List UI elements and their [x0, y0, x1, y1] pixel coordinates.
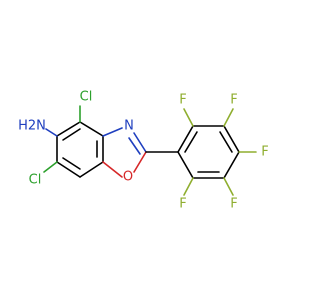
- bond-double-c6-c7: [62, 157, 81, 170]
- atom-fluorine-ortho-top: F: [179, 93, 186, 108]
- bond-double-c4-c5: [62, 128, 81, 141]
- bond-c2-o: [133, 151, 147, 173]
- atom-fluorine-ortho-bottom: F: [179, 197, 186, 212]
- atom-chlorine-top: Cl: [80, 90, 93, 105]
- bond-c6-cl: [43, 161, 58, 173]
- bond-c6-c7: [56, 161, 81, 178]
- bond-c4-c5: [56, 121, 81, 137]
- atom-chlorine-bottom: Cl: [29, 173, 42, 188]
- bond-c7-c7a: [79, 161, 104, 178]
- atom-amine: H2N: [18, 119, 46, 134]
- molecule-structure: H2N Cl Cl N O F F F F F: [18, 90, 269, 212]
- bond-c5-nh2: [45, 128, 58, 137]
- atom-fluorine-para: F: [261, 145, 268, 160]
- bond-cf-meta-bottom: [223, 177, 234, 196]
- bond-cf-meta-top: [223, 108, 234, 127]
- bond-cf-ortho-top: [183, 108, 194, 127]
- bond-c3a-n: [102, 127, 123, 137]
- atom-oxygen: O: [123, 170, 133, 185]
- bond-cf-ortho-bottom: [183, 177, 194, 196]
- atom-fluorine-meta-bottom: F: [230, 197, 237, 212]
- bond-ring2-double-b: [219, 131, 233, 153]
- bond-double-n-c2: [128, 137, 141, 155]
- bond-o-c7a: [102, 161, 123, 178]
- bond-ring2-1: [177, 125, 194, 153]
- atom-fluorine-meta-top: F: [230, 93, 237, 108]
- bond-ring2-6: [177, 151, 194, 179]
- bond-ring2-3: [223, 125, 240, 153]
- bond-c3a-c4: [79, 121, 104, 137]
- bond-n-c2: [133, 132, 147, 153]
- bond-ring2-4: [223, 151, 240, 179]
- atom-nitrogen: N: [124, 119, 134, 134]
- bond-ring2-double-a: [184, 131, 198, 153]
